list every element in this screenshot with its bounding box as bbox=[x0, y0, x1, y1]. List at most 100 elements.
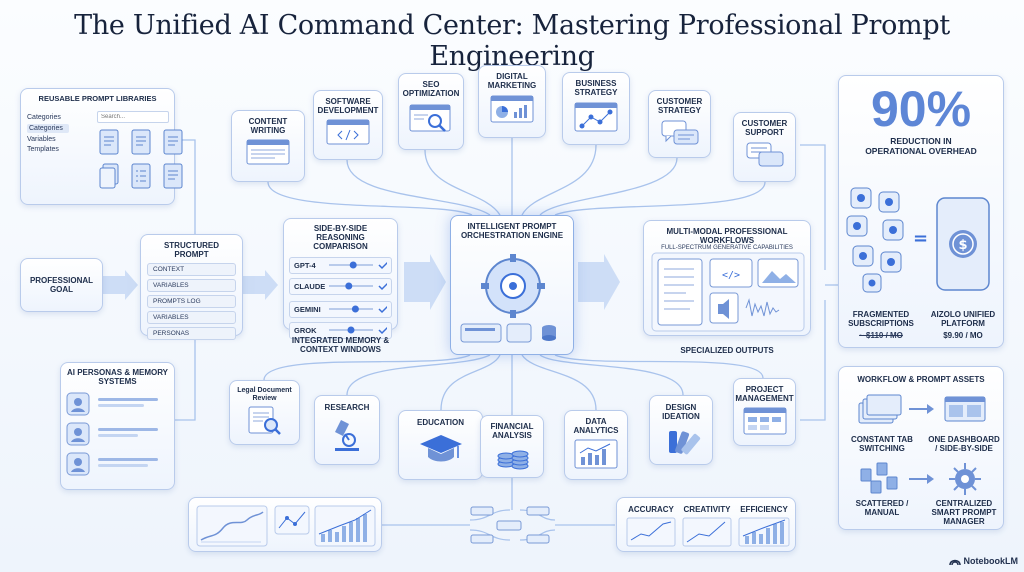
metric-efficiency-label: EFFICIENCY bbox=[740, 505, 788, 514]
model-row[interactable]: GPT-4 bbox=[289, 256, 392, 274]
node-business-strategy[interactable]: BUSINESS STRATEGY bbox=[562, 72, 630, 145]
node-project-management[interactable]: PROJECT MANAGEMENT bbox=[733, 378, 796, 446]
orchestration-engine-card: INTELLIGENT PROMPT ORCHESTRATION ENGINE bbox=[450, 215, 574, 355]
prompt-field[interactable]: PERSONAS bbox=[147, 327, 236, 341]
memory-bars-icon bbox=[98, 398, 158, 408]
node-label: DIGITAL MARKETING bbox=[487, 72, 537, 91]
node-design-ideation[interactable]: DESIGN IDEATION bbox=[649, 395, 713, 465]
structured-prompt-title: STRUCTURED PROMPT bbox=[163, 241, 220, 260]
metric-trend-icons bbox=[626, 517, 790, 547]
model-slider[interactable] bbox=[327, 259, 387, 271]
node-label: PROJECT MANAGEMENT bbox=[735, 385, 794, 404]
workflows-title: MULTI-MODAL PROFESSIONAL WORKFLOWS bbox=[666, 227, 788, 246]
brand-watermark: NotebookLM bbox=[948, 556, 1018, 566]
node-software-development[interactable]: SOFTWARE DEVELOPMENT bbox=[313, 90, 383, 160]
model-slider[interactable] bbox=[327, 303, 387, 315]
model-label: GROK bbox=[294, 325, 317, 335]
model-label: GPT-4 bbox=[294, 260, 316, 270]
notebook-logo-icon bbox=[948, 559, 961, 566]
chat-bubbles-icon bbox=[661, 120, 698, 145]
analytics-charts-icon bbox=[196, 505, 376, 547]
avatar-icon bbox=[66, 422, 90, 446]
professional-goal-label: PROFESSIONAL GOAL bbox=[29, 275, 94, 294]
node-content-writing[interactable]: CONTENT WRITING bbox=[231, 110, 305, 182]
node-label: SOFTWARE DEVELOPMENT bbox=[317, 97, 379, 116]
document-icon[interactable] bbox=[131, 129, 151, 155]
node-financial-analysis[interactable]: FINANCIAL ANALYSIS bbox=[480, 415, 544, 478]
library-tab[interactable]: Templates bbox=[27, 146, 59, 153]
node-education[interactable]: EDUCATION bbox=[398, 410, 483, 480]
model-row[interactable]: CLAUDE bbox=[289, 277, 392, 295]
network-icon bbox=[574, 102, 618, 132]
node-label: CUSTOMER SUPPORT bbox=[741, 119, 788, 138]
copy-icon[interactable] bbox=[99, 163, 119, 189]
workflows-card: MULTI-MODAL PROFESSIONAL WORKFLOWS FULL-… bbox=[643, 220, 811, 336]
node-label: RESEARCH bbox=[324, 403, 370, 412]
node-seo-optimization[interactable]: SEO OPTIMIZATION bbox=[398, 73, 464, 150]
prompt-field[interactable]: CONTEXT bbox=[147, 263, 236, 277]
document-icon[interactable] bbox=[99, 129, 119, 155]
library-tab-active[interactable]: Categories bbox=[27, 124, 69, 133]
engine-title: INTELLIGENT PROMPT ORCHESTRATION ENGINE bbox=[460, 222, 564, 241]
persona-row[interactable] bbox=[66, 422, 169, 446]
asset-before-1: CONSTANT TAB SWITCHING bbox=[851, 435, 913, 454]
cost-stats-panel: 90% REDUCTION IN OPERATIONAL OVERHEAD $ … bbox=[838, 75, 1004, 348]
node-data-analytics[interactable]: DATA ANALYTICS bbox=[564, 410, 628, 480]
asset-before-2: SCATTERED / MANUAL bbox=[855, 499, 909, 518]
node-label: DESIGN IDEATION bbox=[662, 403, 700, 422]
node-label: EDUCATION bbox=[417, 418, 464, 427]
avatar-icon bbox=[66, 452, 90, 476]
memory-bars-icon bbox=[98, 428, 158, 438]
libraries-title: REUSABLE PROMPT LIBRARIES bbox=[38, 94, 157, 103]
document-lines-icon bbox=[246, 139, 290, 165]
model-row[interactable]: GEMINI bbox=[289, 300, 392, 318]
model-row[interactable]: GROK bbox=[289, 321, 392, 339]
model-slider[interactable] bbox=[327, 280, 387, 292]
model-slider[interactable] bbox=[327, 324, 387, 336]
node-label: DATA ANALYTICS bbox=[573, 417, 619, 436]
reduction-caption: REDUCTION IN OPERATIONAL OVERHEAD bbox=[865, 136, 977, 156]
page-title: The Unified AI Command Center: Mastering… bbox=[74, 10, 950, 72]
model-label: GEMINI bbox=[294, 304, 321, 314]
template-grid bbox=[99, 129, 185, 189]
graduation-cap-icon bbox=[419, 435, 462, 462]
metric-accuracy-label: ACCURACY bbox=[628, 505, 674, 514]
unified-price: $9.90 / MO bbox=[943, 331, 983, 340]
list-document-icon[interactable] bbox=[131, 163, 151, 189]
prompt-field[interactable]: PROMPTS LOG bbox=[147, 295, 236, 309]
node-label: SEO OPTIMIZATION bbox=[402, 80, 460, 99]
magnifier-icon bbox=[409, 104, 451, 133]
prompt-field[interactable]: VARIABLES bbox=[147, 279, 236, 293]
node-research[interactable]: RESEARCH bbox=[314, 395, 380, 465]
coins-icon bbox=[497, 450, 529, 470]
workflows-caption: SPECIALIZED OUTPUTS bbox=[680, 346, 774, 355]
fragmented-label: FRAGMENTED SUBSCRIPTIONS bbox=[848, 310, 914, 329]
document-icon[interactable] bbox=[163, 129, 183, 155]
prompt-field[interactable]: VARIABLES bbox=[147, 311, 236, 325]
library-tab[interactable]: Categories bbox=[27, 114, 61, 121]
node-digital-marketing[interactable]: DIGITAL MARKETING bbox=[478, 65, 546, 138]
connector-nodes-icon bbox=[470, 506, 550, 544]
bar-chart-icon bbox=[574, 439, 618, 469]
node-customer-support[interactable]: CUSTOMER SUPPORT bbox=[733, 112, 796, 182]
outputs-illustration: </> bbox=[651, 252, 805, 332]
metrics-panel: ACCURACY CREATIVITY EFFICIENCY bbox=[616, 497, 796, 552]
libraries-panel: REUSABLE PROMPT LIBRARIES Categories Cat… bbox=[20, 88, 183, 205]
metric-creativity-label: CREATIVITY bbox=[683, 505, 731, 514]
node-legal-document-review[interactable]: Legal Document Review bbox=[229, 380, 300, 445]
chat-bubbles-icon bbox=[746, 142, 783, 167]
node-customer-strategy[interactable]: CUSTOMER STRATEGY bbox=[648, 90, 711, 158]
subscription-comparison-icon: $ bbox=[846, 187, 990, 293]
node-label: BUSINESS STRATEGY bbox=[574, 79, 618, 98]
analytics-dashboard-panel bbox=[188, 497, 382, 552]
node-label: FINANCIAL ANALYSIS bbox=[490, 422, 534, 441]
library-search-input[interactable] bbox=[97, 111, 169, 123]
persona-row[interactable] bbox=[66, 392, 169, 416]
workflow-assets-panel: WORKFLOW & PROMPT ASSETS CONSTANT TAB SW… bbox=[838, 366, 1004, 530]
document-icon[interactable] bbox=[163, 163, 183, 189]
persona-row[interactable] bbox=[66, 452, 169, 476]
library-tab[interactable]: Variables bbox=[27, 136, 56, 143]
avatar-icon bbox=[66, 392, 90, 416]
